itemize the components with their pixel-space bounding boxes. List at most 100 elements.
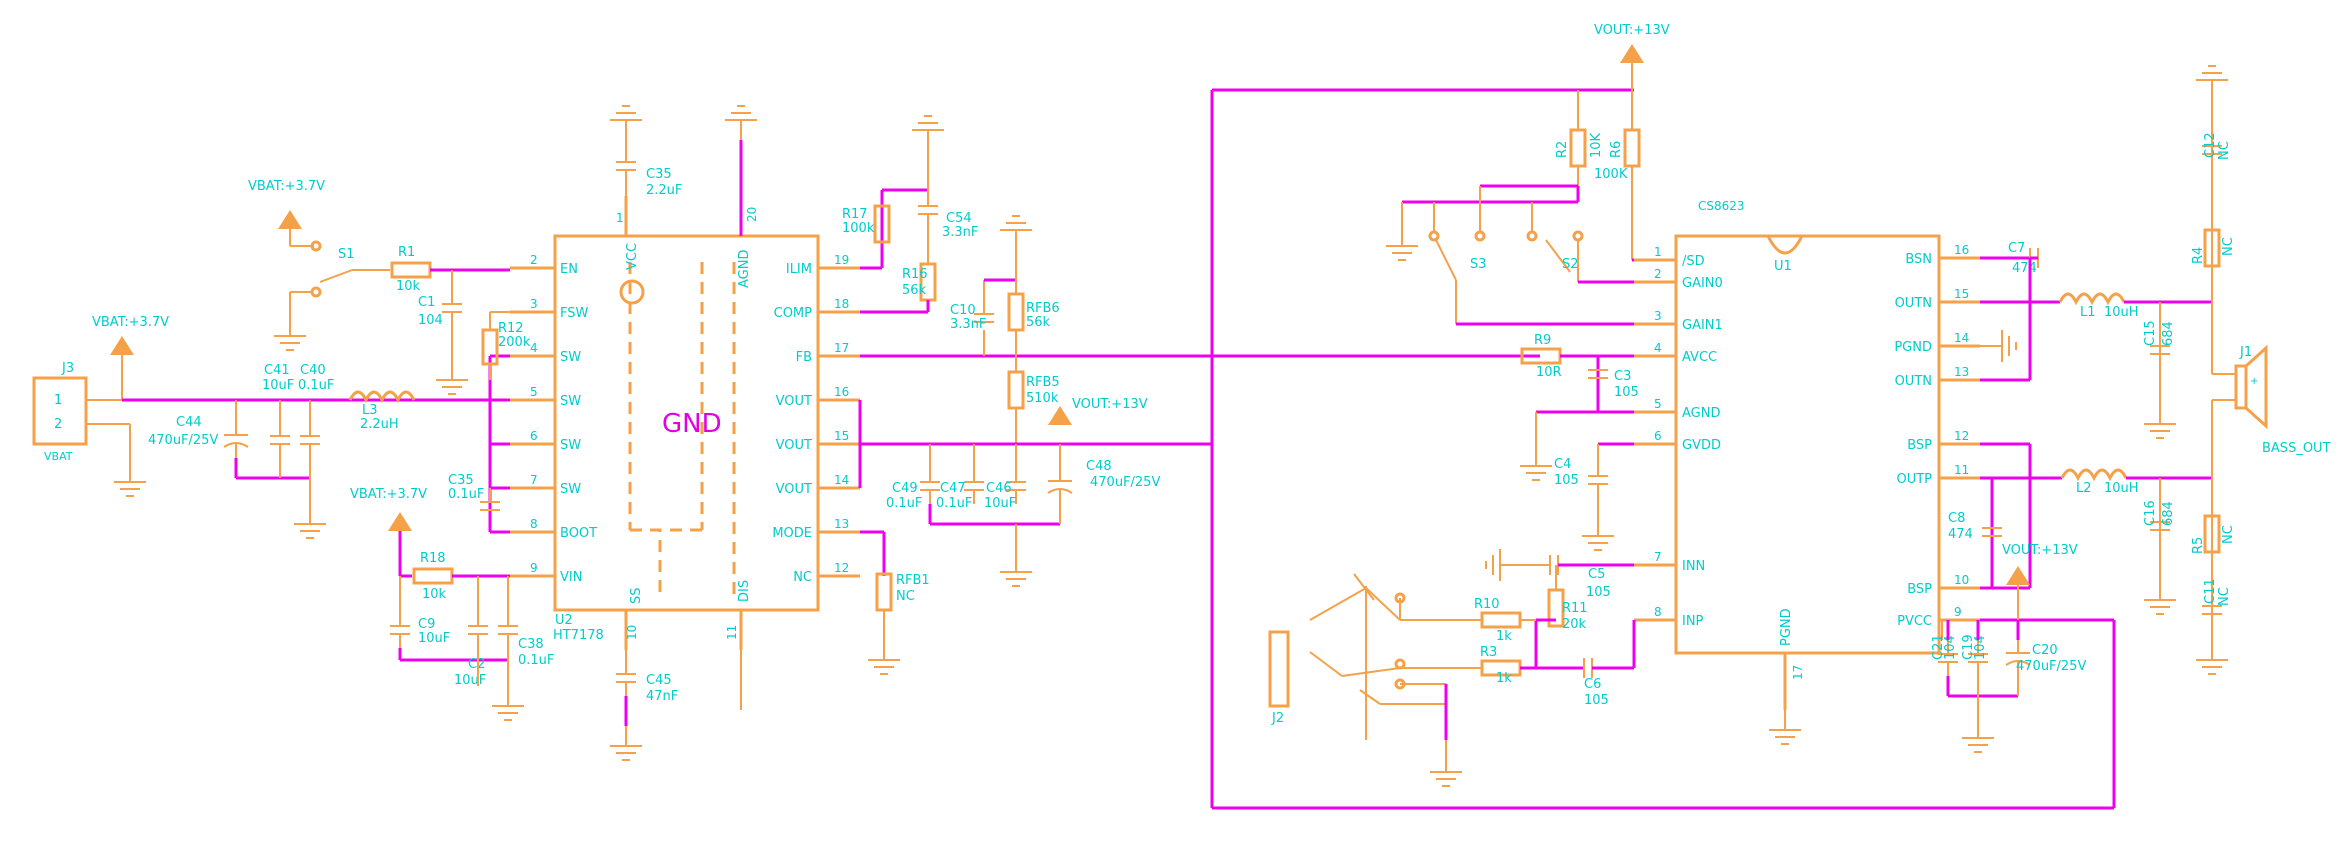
- svg-text:R2: R2: [1555, 141, 1570, 158]
- svg-text:BSP: BSP: [1907, 582, 1932, 597]
- svg-text:2.2uF: 2.2uF: [646, 183, 682, 198]
- svg-text:R12: R12: [498, 321, 524, 336]
- svg-text:C19: C19: [1961, 634, 1976, 660]
- svg-text:BOOT: BOOT: [560, 526, 597, 541]
- svg-text:105: 105: [1586, 585, 1611, 600]
- svg-text:VIN: VIN: [560, 570, 582, 585]
- svg-text:19: 19: [834, 253, 849, 267]
- svg-text:16: 16: [1954, 243, 1969, 257]
- svg-text:SW: SW: [560, 350, 581, 365]
- svg-text:VBAT:+3.7V: VBAT:+3.7V: [248, 179, 325, 194]
- svg-text:VOUT: VOUT: [776, 438, 812, 453]
- svg-text:10k: 10k: [422, 587, 447, 602]
- svg-text:ILIM: ILIM: [786, 262, 812, 277]
- u1-ref: U1: [1774, 259, 1792, 274]
- svg-text:C5: C5: [1588, 567, 1605, 582]
- svg-text:C21: C21: [1931, 634, 1946, 660]
- svg-text:NC: NC: [793, 570, 812, 585]
- svg-text:10K: 10K: [1589, 132, 1604, 158]
- j3-connector: J3 1 2 VBAT: [32, 361, 147, 497]
- svg-text:18: 18: [834, 297, 849, 311]
- svg-text:NC: NC: [2221, 525, 2236, 544]
- svg-text:2.2uH: 2.2uH: [360, 417, 399, 432]
- svg-text:20: 20: [745, 207, 759, 222]
- c8: C8 474: [1948, 511, 2002, 542]
- svg-text:C35: C35: [448, 473, 474, 488]
- svg-text:J1: J1: [2239, 345, 2252, 360]
- svg-text:20k: 20k: [1562, 617, 1587, 632]
- c10: C10 3.3nF: [950, 278, 1016, 356]
- svg-text:PVCC: PVCC: [1897, 614, 1932, 629]
- svg-text:8: 8: [530, 517, 538, 531]
- svg-text:470uF/25V: 470uF/25V: [2016, 659, 2086, 674]
- svg-text:SW: SW: [560, 438, 581, 453]
- svg-text:470uF/25V: 470uF/25V: [148, 433, 218, 448]
- svg-text:1k: 1k: [1496, 629, 1512, 644]
- svg-text:7: 7: [530, 473, 538, 487]
- svg-text:5: 5: [530, 385, 538, 399]
- c5: C5 105: [1485, 548, 1611, 600]
- svg-text:R17: R17: [842, 207, 868, 222]
- svg-text:C45: C45: [646, 673, 672, 688]
- svg-text:GAIN1: GAIN1: [1682, 318, 1723, 333]
- svg-text:NC: NC: [2221, 237, 2236, 256]
- svg-text:10R: 10R: [1536, 365, 1562, 380]
- svg-text:C3: C3: [1614, 369, 1631, 384]
- vout-arrow-pvcc: VOUT:+13V: [2002, 543, 2078, 585]
- svg-text:0.1uF: 0.1uF: [298, 378, 334, 393]
- svg-text:C35: C35: [646, 167, 672, 182]
- svg-text:56k: 56k: [1026, 315, 1051, 330]
- svg-text:INN: INN: [1682, 559, 1705, 574]
- svg-text:0.1uF: 0.1uF: [886, 496, 922, 511]
- svg-text:NC: NC: [2217, 587, 2232, 606]
- svg-text:C49: C49: [892, 481, 918, 496]
- svg-text:EN: EN: [560, 262, 578, 277]
- svg-text:S1: S1: [338, 247, 355, 262]
- svg-text:10: 10: [625, 625, 639, 640]
- c48: C48 470uF/25V: [1047, 459, 1160, 505]
- c20: C20 470uF/25V: [2005, 639, 2086, 677]
- svg-text:AVCC: AVCC: [1682, 350, 1717, 365]
- c35: C35 2.2uF: [609, 105, 682, 198]
- svg-text:100K: 100K: [1594, 167, 1628, 182]
- vbat-arrow-left: VBAT:+3.7V: [92, 315, 169, 400]
- svg-text:BSP: BSP: [1907, 438, 1932, 453]
- svg-text:10uH: 10uH: [2104, 481, 2139, 496]
- svg-text:VOUT:+13V: VOUT:+13V: [2002, 543, 2078, 558]
- svg-text:VBAT: VBAT: [44, 450, 73, 463]
- svg-text:C8: C8: [1948, 511, 1965, 526]
- svg-text:56k: 56k: [902, 283, 927, 298]
- u2-part: HT7178: [553, 628, 604, 643]
- svg-text:R11: R11: [1562, 601, 1588, 616]
- svg-text:474: 474: [2012, 261, 2037, 276]
- c36: C35 0.1uF: [448, 473, 500, 511]
- u1-part: CS8623: [1698, 199, 1745, 213]
- s3-switch: S3: [1385, 186, 1634, 326]
- svg-text:104: 104: [418, 313, 443, 328]
- svg-text:J3: J3: [61, 361, 74, 376]
- svg-text:R9: R9: [1534, 333, 1551, 348]
- r16: R16 56k: [902, 262, 937, 302]
- u2-body: [553, 234, 820, 612]
- svg-text:C41: C41: [264, 363, 290, 378]
- svg-text:6: 6: [1654, 429, 1662, 443]
- svg-text:13: 13: [834, 517, 849, 531]
- svg-text:12: 12: [834, 561, 849, 575]
- svg-text:9: 9: [1954, 605, 1962, 619]
- svg-text:C44: C44: [176, 415, 202, 430]
- svg-text:C4: C4: [1554, 457, 1571, 472]
- svg-text:2: 2: [530, 253, 538, 267]
